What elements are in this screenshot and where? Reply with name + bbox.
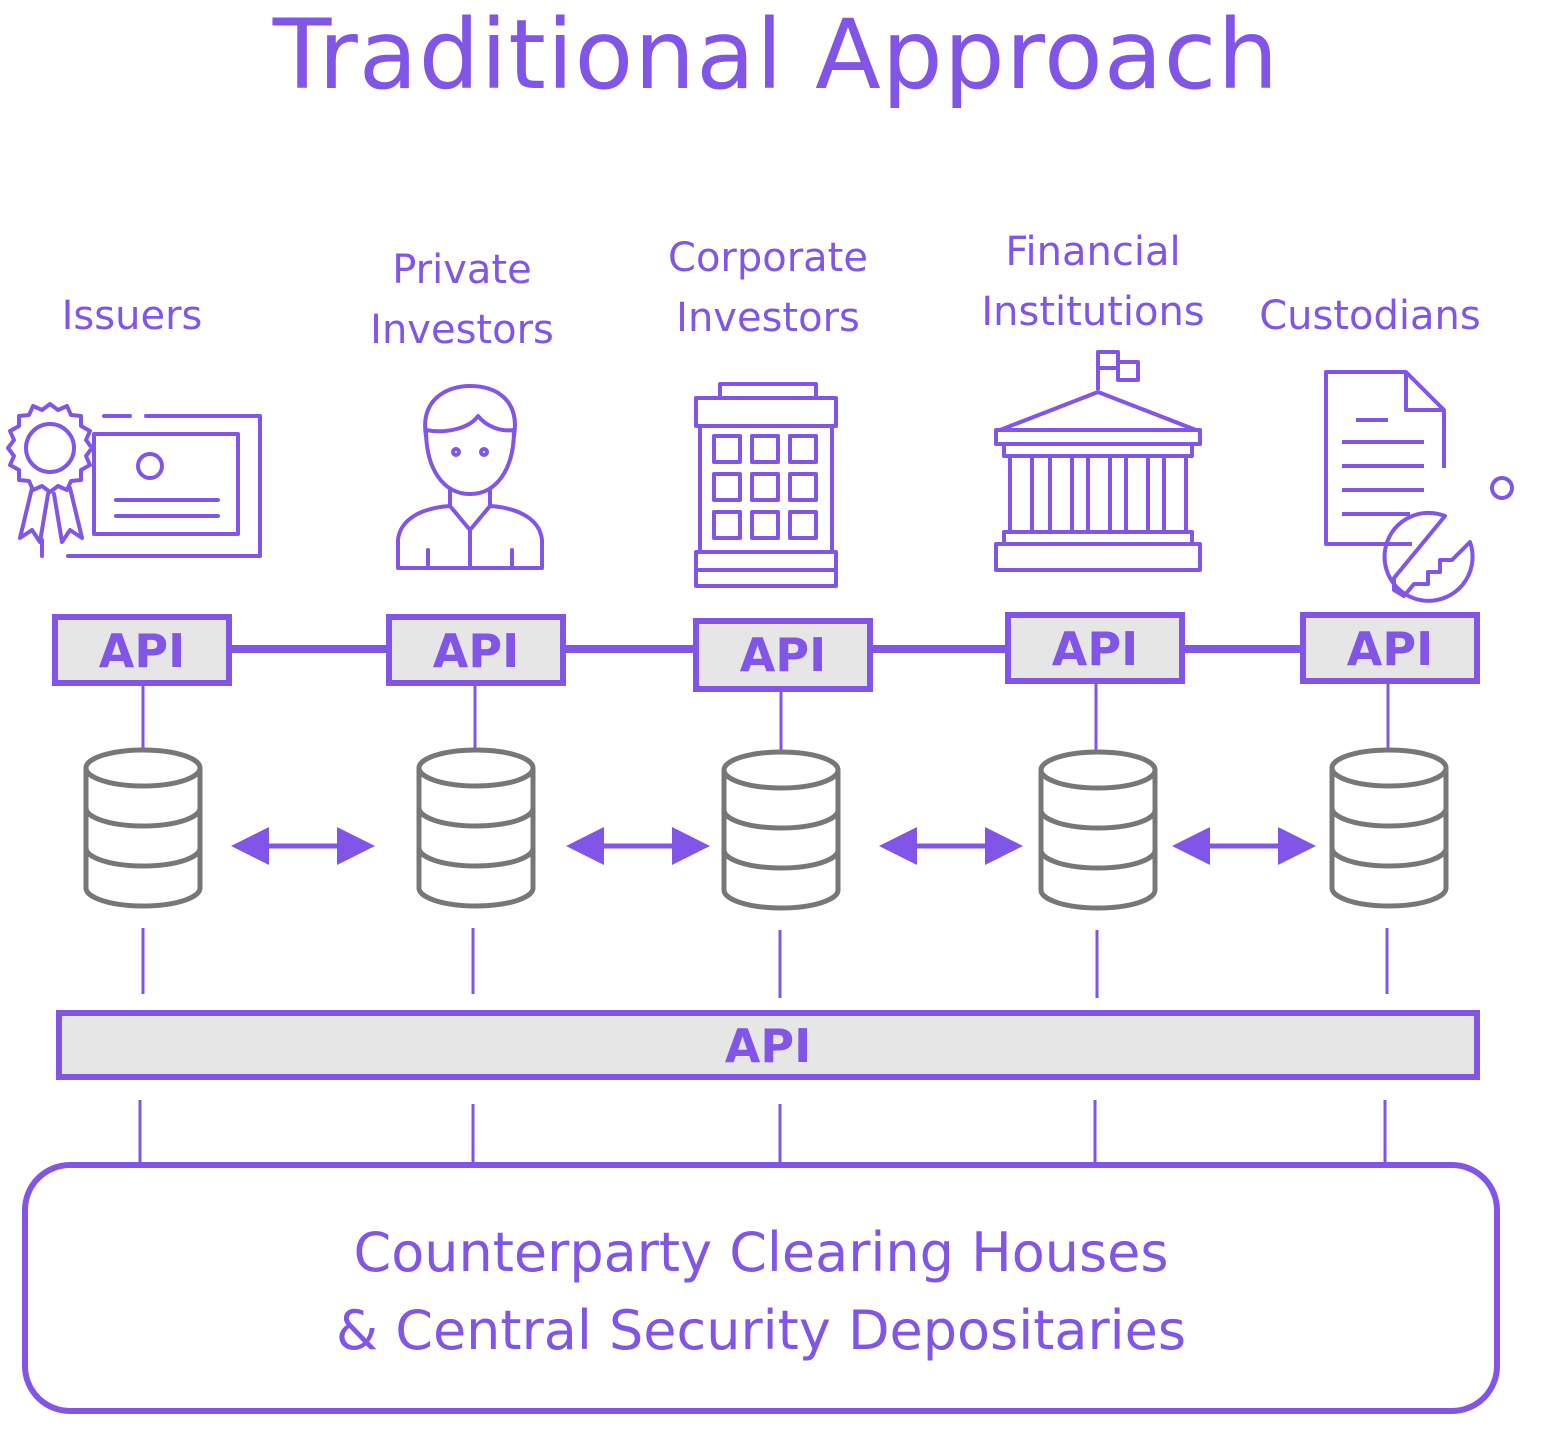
api-box-financial-institutions: API <box>1005 612 1185 684</box>
label-issuers: Issuers <box>32 286 232 346</box>
api-box-private-investors: API <box>386 614 566 686</box>
sync-arrow-icon-1 <box>231 827 375 865</box>
label-financial-institutions: Financial Institutions <box>958 222 1228 342</box>
bank-icon <box>994 350 1202 572</box>
clearing-line-1: Counterparty Clearing Houses <box>353 1221 1169 1284</box>
api-box-corporate-investors: API <box>693 618 873 692</box>
shared-api-bar: API <box>56 1010 1480 1080</box>
person-icon <box>396 384 544 570</box>
api-clearing-connectors <box>138 1100 1387 1162</box>
document-key-icon <box>1324 370 1514 603</box>
label-financial-line2: Institutions <box>981 289 1205 335</box>
clearing-line-2: & Central Security Depositaries <box>335 1299 1187 1362</box>
diagram-title: Traditional Approach <box>272 0 1280 111</box>
database-icon-issuers <box>86 750 200 906</box>
label-private-line2: Investors <box>370 307 554 353</box>
database-icon-financial <box>1041 752 1155 908</box>
database-icon-private <box>419 750 533 906</box>
label-custodians: Custodians <box>1250 286 1490 346</box>
sync-arrow-icon-2 <box>566 827 710 865</box>
label-private-investors: Private Investors <box>352 240 572 360</box>
label-issuers-line1: Issuers <box>61 293 203 339</box>
certificate-icon <box>6 402 262 558</box>
label-corporate-line1: Corporate <box>668 235 868 281</box>
api-box-issuers: API <box>52 614 232 686</box>
label-financial-line1: Financial <box>1005 229 1181 275</box>
api-box-custodians: API <box>1300 612 1480 684</box>
office-building-icon <box>694 382 838 588</box>
label-corporate-investors: Corporate Investors <box>648 228 888 348</box>
sync-arrow-icon-4 <box>1172 827 1316 865</box>
sync-arrow-icon-3 <box>879 827 1023 865</box>
label-custodians-line1: Custodians <box>1259 293 1481 339</box>
database-icon-custodians <box>1332 750 1446 906</box>
api-db-connectors <box>141 684 1390 752</box>
database-icon-corporate <box>724 752 838 908</box>
clearing-houses-box: Counterparty Clearing Houses & Central S… <box>22 1162 1500 1414</box>
label-private-line1: Private <box>392 247 532 293</box>
db-api-connectors <box>141 928 1389 998</box>
label-corporate-line2: Investors <box>676 295 860 341</box>
